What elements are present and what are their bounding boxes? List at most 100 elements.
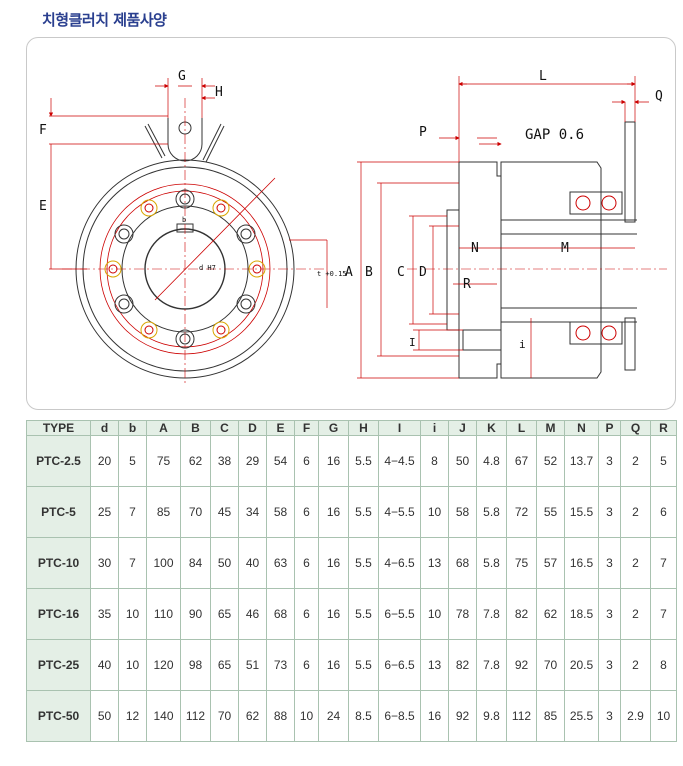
label-n: N bbox=[471, 241, 479, 256]
label-q: Q bbox=[655, 89, 663, 104]
label-m: M bbox=[561, 241, 569, 256]
column-header: K bbox=[476, 420, 507, 436]
label-t: t +0.15 bbox=[317, 270, 347, 278]
table-cell: 63 bbox=[266, 537, 295, 589]
table-cell: 15.5 bbox=[564, 486, 599, 538]
table-cell: 140 bbox=[146, 690, 181, 742]
table-cell: 5.8 bbox=[476, 486, 507, 538]
table-cell: 7 bbox=[118, 486, 147, 538]
table-cell: 52 bbox=[536, 435, 565, 487]
table-cell: 4−6.5 bbox=[378, 537, 421, 589]
table-cell: 5.5 bbox=[348, 588, 379, 640]
table-cell: 40 bbox=[90, 639, 119, 691]
column-header: J bbox=[448, 420, 477, 436]
table-cell: 25 bbox=[90, 486, 119, 538]
table-cell: 58 bbox=[266, 486, 295, 538]
table-cell: 98 bbox=[180, 639, 211, 691]
table-cell: 112 bbox=[506, 690, 537, 742]
table-cell: 2 bbox=[620, 588, 651, 640]
table-cell: 110 bbox=[146, 588, 181, 640]
table-cell: 8.5 bbox=[348, 690, 379, 742]
type-cell: PTC-50 bbox=[26, 690, 91, 742]
table-cell: 10 bbox=[118, 639, 147, 691]
table-cell: 85 bbox=[536, 690, 565, 742]
table-cell: 9.8 bbox=[476, 690, 507, 742]
table-cell: 10 bbox=[650, 690, 677, 742]
column-header: D bbox=[238, 420, 267, 436]
label-e: E bbox=[39, 199, 47, 214]
front-view bbox=[62, 98, 327, 383]
column-header: F bbox=[294, 420, 319, 436]
table-cell: 13 bbox=[420, 537, 449, 589]
table-cell: 73 bbox=[266, 639, 295, 691]
type-cell: PTC-10 bbox=[26, 537, 91, 589]
column-header: R bbox=[650, 420, 677, 436]
table-cell: 34 bbox=[238, 486, 267, 538]
column-header: M bbox=[536, 420, 565, 436]
label-b: b bbox=[182, 216, 186, 224]
table-cell: 5.5 bbox=[348, 639, 379, 691]
column-header: B bbox=[180, 420, 211, 436]
label-d-h7: d H7 bbox=[199, 264, 216, 272]
table-cell: 7 bbox=[118, 537, 147, 589]
table-cell: 45 bbox=[210, 486, 239, 538]
table-cell: 25.5 bbox=[564, 690, 599, 742]
table-cell: 100 bbox=[146, 537, 181, 589]
table-cell: 65 bbox=[210, 639, 239, 691]
table-cell: 10 bbox=[420, 486, 449, 538]
table-cell: 4−4.5 bbox=[378, 435, 421, 487]
table-cell: 7 bbox=[650, 537, 677, 589]
label-c: C bbox=[397, 265, 405, 280]
front-dim-labels: G H F E b d H7 t +0.15 bbox=[39, 69, 347, 278]
column-header: I bbox=[378, 420, 421, 436]
table-cell: 4−5.5 bbox=[378, 486, 421, 538]
table-cell: 58 bbox=[448, 486, 477, 538]
table-cell: 7.8 bbox=[476, 588, 507, 640]
table-cell: 84 bbox=[180, 537, 211, 589]
table-cell: 8 bbox=[420, 435, 449, 487]
table-cell: 29 bbox=[238, 435, 267, 487]
table-cell: 24 bbox=[318, 690, 349, 742]
table-cell: 78 bbox=[448, 588, 477, 640]
table-cell: 50 bbox=[210, 537, 239, 589]
side-view bbox=[407, 121, 667, 379]
table-cell: 2.9 bbox=[620, 690, 651, 742]
table-cell: 6−5.5 bbox=[378, 588, 421, 640]
table-cell: 90 bbox=[180, 588, 211, 640]
table-cell: 3 bbox=[598, 435, 621, 487]
table-cell: 5.5 bbox=[348, 435, 379, 487]
table-cell: 70 bbox=[210, 690, 239, 742]
table-cell: 4.8 bbox=[476, 435, 507, 487]
table-cell: 16.5 bbox=[564, 537, 599, 589]
table-cell: 6 bbox=[294, 435, 319, 487]
label-a: A bbox=[345, 265, 353, 280]
table-cell: 16 bbox=[318, 639, 349, 691]
label-f: F bbox=[39, 123, 47, 138]
label-i-lower: i bbox=[519, 338, 526, 351]
column-header: P bbox=[598, 420, 621, 436]
column-header: G bbox=[318, 420, 349, 436]
table-cell: 3 bbox=[598, 690, 621, 742]
front-dimensions bbox=[48, 78, 328, 308]
type-cell: PTC-25 bbox=[26, 639, 91, 691]
table-cell: 75 bbox=[506, 537, 537, 589]
table-cell: 10 bbox=[118, 588, 147, 640]
table-cell: 6 bbox=[294, 639, 319, 691]
column-header: i bbox=[420, 420, 449, 436]
table-cell: 16 bbox=[318, 435, 349, 487]
table-cell: 16 bbox=[318, 537, 349, 589]
table-cell: 50 bbox=[90, 690, 119, 742]
table-cell: 20 bbox=[90, 435, 119, 487]
table-cell: 92 bbox=[506, 639, 537, 691]
table-cell: 82 bbox=[448, 639, 477, 691]
table-cell: 10 bbox=[294, 690, 319, 742]
table-cell: 13 bbox=[420, 639, 449, 691]
technical-drawing: G H F E b d H7 t +0.15 bbox=[26, 37, 676, 410]
table-cell: 30 bbox=[90, 537, 119, 589]
